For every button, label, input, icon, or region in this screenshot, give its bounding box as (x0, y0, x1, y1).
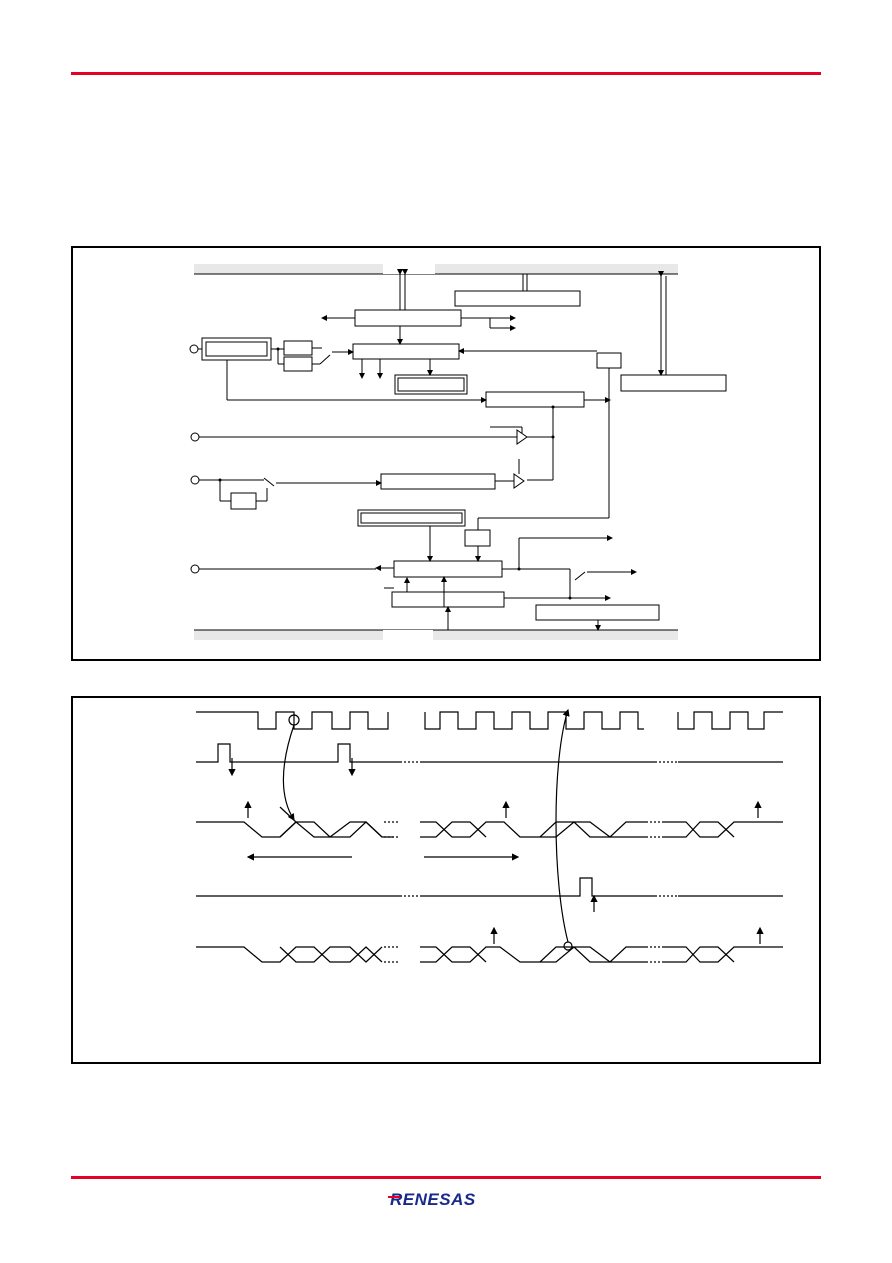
svg-text:RENESAS: RENESAS (390, 1190, 476, 1209)
input-pin-buffer (201, 337, 272, 361)
register-block-a (454, 290, 581, 307)
pin-3 (190, 475, 200, 485)
block-diagram-frame (71, 246, 821, 661)
register-block-b (354, 309, 462, 327)
timing-diagram (196, 708, 783, 963)
strobe-waveform (196, 743, 400, 763)
timing-diagram-frame (71, 696, 821, 1064)
pin-1 (189, 344, 199, 354)
bottom-bus (194, 630, 678, 640)
ctrl-small-block (464, 529, 491, 547)
header-rule (71, 72, 821, 75)
data-line-2 (196, 946, 383, 963)
data-register (357, 509, 466, 527)
small-block-2 (283, 356, 313, 372)
right-block (620, 374, 727, 392)
small-block-1 (283, 340, 313, 356)
clock-block (230, 492, 257, 510)
footer-rule (71, 1176, 821, 1179)
top-bus (194, 264, 678, 274)
buffer-block (391, 591, 505, 608)
comparator-block (485, 391, 585, 408)
bottom-register (535, 604, 660, 621)
pin-2 (190, 432, 200, 442)
shift-register-block (352, 343, 460, 360)
output-block (393, 560, 503, 578)
pin-4 (190, 564, 200, 574)
control-block (596, 352, 622, 369)
data-line-1 (196, 821, 297, 838)
renesas-logo: RENESAS (388, 1190, 476, 1209)
block-diagram (189, 264, 727, 640)
counter-block (380, 473, 496, 490)
clock-waveform (196, 711, 389, 730)
